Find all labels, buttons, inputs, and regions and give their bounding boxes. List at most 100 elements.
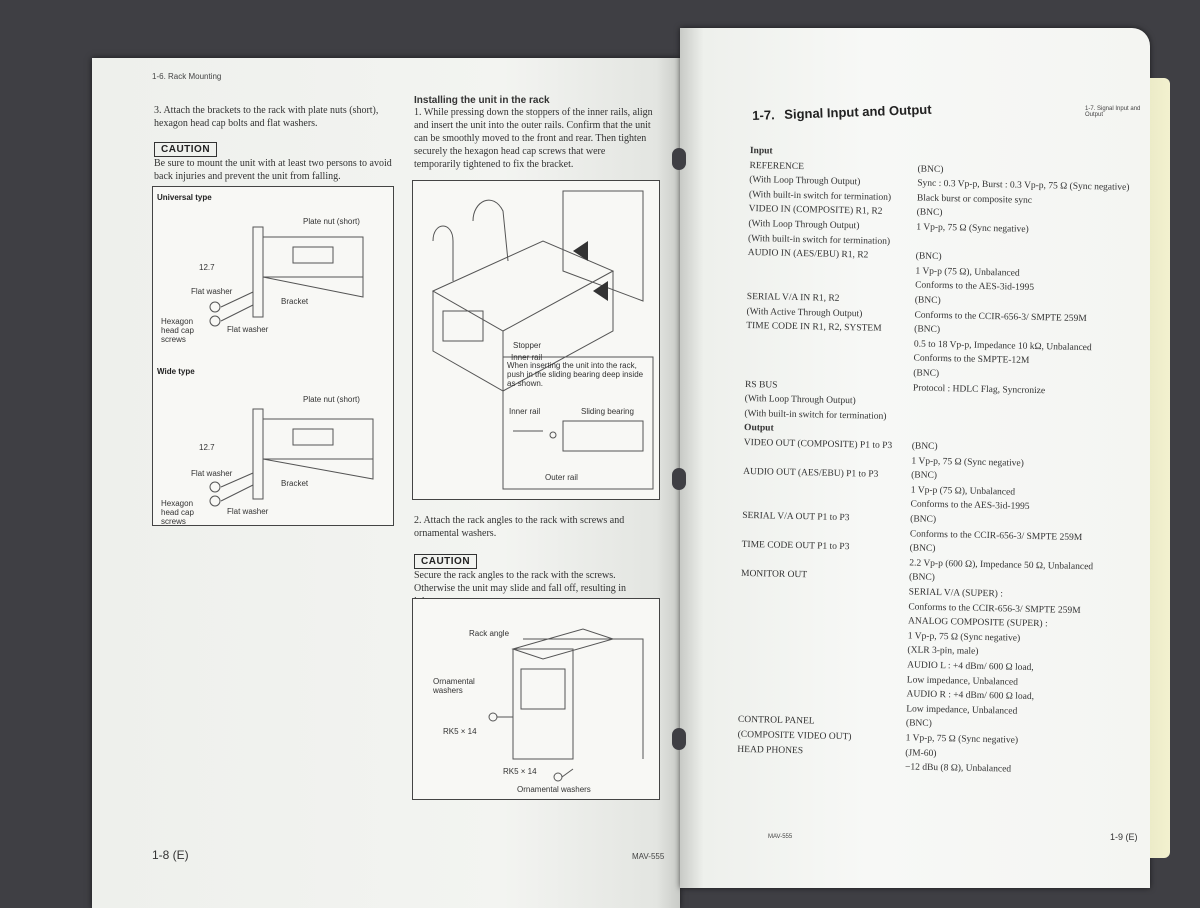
spec-row-label: (With built-in switch for termination) xyxy=(748,189,892,203)
section-heading: 1-7. Signal Input and Output xyxy=(752,102,932,123)
installing-title: Installing the unit in the rack xyxy=(414,95,550,106)
sliding-note: When inserting the unit into the rack, p… xyxy=(507,361,644,388)
caution-label-2: CAUTION xyxy=(414,554,478,569)
spec-row-label: (COMPOSITE VIDEO OUT) xyxy=(737,729,852,743)
spec-row-value: 2.2 Vp-p (600 Ω), Impedance 50 Ω, Unbala… xyxy=(909,558,1094,573)
step-2-text: 2. Attach the rack angles to the rack wi… xyxy=(414,515,625,539)
flat-washer-label-w: Flat washer xyxy=(191,469,233,478)
spec-row-value: AUDIO L : +4 dBm/ 600 Ω load, xyxy=(907,660,1034,674)
spec-row-label: (With Loop Through Output) xyxy=(748,218,860,232)
spec-row-value: AUDIO R : +4 dBm/ 600 Ω load, xyxy=(906,689,1035,703)
spec-row-value: Conforms to the CCIR-656-3/ SMPTE 259M xyxy=(914,310,1087,324)
spec-row-value: (BNC) xyxy=(911,441,938,452)
spec-row-label: TIME CODE OUT P1 to P3 xyxy=(741,540,850,553)
spec-row-label: (With Loop Through Output) xyxy=(749,175,861,188)
spec-row-label: (With Active Through Output) xyxy=(746,306,863,319)
spec-row-label: Input xyxy=(749,146,773,157)
left-page: 1-6. Rack Mounting 3. Attach the bracket… xyxy=(92,58,680,908)
rack-insert-illustration xyxy=(431,190,654,490)
step-3-text: 3. Attach the brackets to the rack with … xyxy=(154,105,379,129)
wide-type-title: Wide type xyxy=(157,367,195,376)
right-model-number: MAV-555 xyxy=(768,834,793,840)
spec-row-label: REFERENCE xyxy=(749,160,805,172)
dim-label: 12.7 xyxy=(199,263,215,272)
spec-row-value: (BNC) xyxy=(915,251,942,263)
screw-label-2: RK5 × 14 xyxy=(503,767,537,776)
spec-row-value: 1 Vp-p, 75 Ω (Sync negative) xyxy=(907,631,1021,644)
spec-row-value: Low impedance, Unbalanced xyxy=(906,704,1018,717)
spec-row-value: (BNC) xyxy=(917,164,944,175)
spec-row-label: RS BUS xyxy=(744,379,778,391)
spec-row-value: 1 Vp-p, 75 Ω (Sync negative) xyxy=(905,733,1019,746)
outer-rail-label: Outer rail xyxy=(545,473,578,482)
left-page-header: 1-6. Rack Mounting xyxy=(152,72,222,81)
left-model-number: MAV-555 xyxy=(632,852,665,861)
spec-row-value: (BNC) xyxy=(905,718,932,730)
spec-row-label: Output xyxy=(743,423,774,434)
spec-row-value: Conforms to the AES-3id-1995 xyxy=(910,499,1030,513)
spec-row-value: 0.5 to 18 Vp-p, Impedance 10 kΩ, Unbalan… xyxy=(913,339,1092,353)
spec-row-value: (JM-60) xyxy=(905,747,937,759)
spec-row-value: SERIAL V/A (SUPER) : xyxy=(908,587,1004,600)
inner-rail-label-2: Inner rail xyxy=(509,407,541,416)
spec-row-label: (With built-in switch for termination) xyxy=(747,233,891,247)
spec-row-label: AUDIO IN (AES/EBU) R1, R2 xyxy=(747,248,869,261)
sliding-bearing-label: Sliding bearing xyxy=(581,407,634,416)
spec-row-value: (BNC) xyxy=(909,543,936,555)
section-number: 1-7. xyxy=(752,107,775,123)
right-page-number: 1-9 (E) xyxy=(1110,832,1138,842)
spec-row-value: Low impedance, Unbalanced xyxy=(906,674,1018,688)
plate-nut-label-w: Plate nut (short) xyxy=(303,395,360,404)
spec-row-value: ANALOG COMPOSITE (SUPER) : xyxy=(907,616,1048,630)
step-1-text: 1. While pressing down the stoppers of t… xyxy=(414,107,653,170)
spec-row-label: SERIAL V/A OUT P1 to P3 xyxy=(742,510,850,524)
spec-row-value: Black burst or composite sync xyxy=(916,193,1033,206)
spec-row-value: (XLR 3-pin, male) xyxy=(907,645,979,658)
hex-screws-label: Hexagon head cap screws xyxy=(161,317,194,344)
spec-row-label: CONTROL PANEL xyxy=(737,715,815,727)
spec-row-label: AUDIO OUT (AES/EBU) P1 to P3 xyxy=(743,467,879,480)
ornamental-washers-label-2: Ornamental washers xyxy=(517,785,591,794)
binding-hole xyxy=(672,148,686,170)
spec-row-label: HEAD PHONES xyxy=(737,744,804,756)
spec-row-value: −12 dBu (8 Ω), Unbalanced xyxy=(904,762,1012,775)
spec-row-label: VIDEO OUT (COMPOSITE) P1 to P3 xyxy=(743,437,893,452)
section-title: Signal Input and Output xyxy=(784,101,932,122)
rack-angle-figure: Rack angle Ornamental washers RK5 × 14 R… xyxy=(412,598,660,800)
screw-label-1: RK5 × 14 xyxy=(443,727,477,736)
rack-insert-figure: Stopper Inner rail When inserting the un… xyxy=(412,180,660,500)
spec-row-value: (BNC) xyxy=(908,572,935,584)
spec-row-value: Conforms to the AES-3id-1995 xyxy=(915,280,1035,294)
spec-row-value: Conforms to the SMPTE-12M xyxy=(913,353,1030,367)
binding-hole xyxy=(672,728,686,750)
stopper-label: Stopper xyxy=(513,341,542,350)
binding-hole xyxy=(672,468,686,490)
spec-row-label: TIME CODE IN R1, R2, SYSTEM xyxy=(746,321,882,334)
caution-text-1: Be sure to mount the unit with at least … xyxy=(154,158,392,182)
flat-washer-label-2: Flat washer xyxy=(227,325,269,334)
flat-washer-label: Flat washer xyxy=(191,287,233,296)
spec-row-value: 1 Vp-p (75 Ω), Unbalanced xyxy=(910,485,1016,498)
plate-nut-label: Plate nut (short) xyxy=(303,217,360,226)
inner-rail-label: Inner rail xyxy=(511,353,543,362)
spec-row-value: (BNC) xyxy=(914,324,941,336)
page-edge xyxy=(1150,78,1170,858)
caution-label-1: CAUTION xyxy=(154,142,218,157)
spec-row-value: (BNC) xyxy=(910,514,937,525)
hex-screws-label-w: Hexagon head cap screws xyxy=(161,499,194,526)
rack-angle-illustration xyxy=(488,628,644,782)
rack-angle-label: Rack angle xyxy=(469,629,510,638)
spec-row-value: 1 Vp-p, 75 Ω (Sync negative) xyxy=(911,456,1024,469)
spec-row-value: (BNC) xyxy=(914,295,941,307)
spec-row-value: (BNC) xyxy=(911,470,938,482)
spec-row-value: Conforms to the CCIR-656-3/ SMPTE 259M xyxy=(908,602,1081,616)
spec-row-value: Conforms to the CCIR-656-3/ SMPTE 259M xyxy=(909,529,1083,543)
right-page: 1-7. Signal Input and Output 1-7. Signal… xyxy=(672,28,1150,888)
spec-row-value: (BNC) xyxy=(916,207,943,219)
spec-row-label: VIDEO IN (COMPOSITE) R1, R2 xyxy=(748,204,883,218)
ornamental-washers-label: Ornamental washers xyxy=(433,677,475,695)
spec-row-label: (With Loop Through Output) xyxy=(744,394,856,407)
bracket-label-w: Bracket xyxy=(281,479,309,488)
dim-label-w: 12.7 xyxy=(199,443,215,452)
spec-row-label: (With built-in switch for termination) xyxy=(744,408,887,422)
